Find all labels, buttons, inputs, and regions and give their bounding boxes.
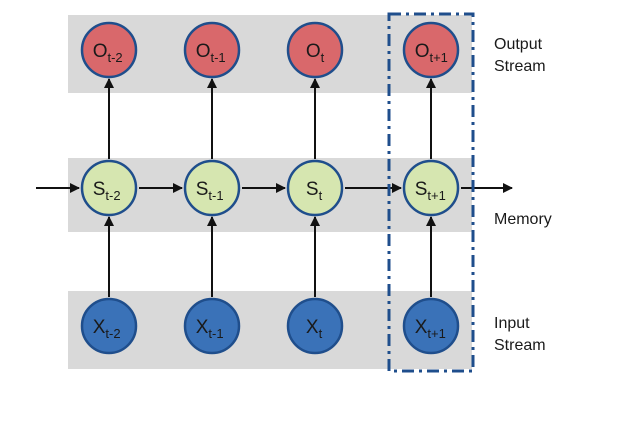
- memory-node-circle: [183, 159, 241, 217]
- node-subscript: t+1: [427, 188, 445, 203]
- node-subscript: t-2: [105, 188, 120, 203]
- input-node-1: Xt-1: [183, 297, 241, 355]
- output-node-circle: [80, 21, 138, 79]
- output-node-1: Ot-1: [183, 21, 241, 79]
- node-base: X: [196, 317, 209, 338]
- input-node-circle: [80, 297, 138, 355]
- node-subscript: t+1: [429, 50, 447, 65]
- memory-node-1: St-1: [183, 159, 241, 217]
- node-base: X: [415, 317, 428, 338]
- node-base: O: [415, 41, 430, 62]
- current-step-highlight: [387, 12, 475, 373]
- node-subscript: t-1: [208, 188, 223, 203]
- output-node-circle: [402, 21, 460, 79]
- connection-arrows: [36, 78, 513, 297]
- input-node-circle: [183, 297, 241, 355]
- node-base: O: [306, 41, 321, 62]
- output-node-0: Ot-2: [80, 21, 138, 79]
- memory-node-0: St-2: [80, 159, 138, 217]
- output-node-label: Ot-1: [196, 41, 226, 65]
- node-base: O: [93, 41, 108, 62]
- node-base: O: [196, 41, 211, 62]
- memory-node-circle: [286, 159, 344, 217]
- output-node-label: Ot-2: [93, 41, 123, 65]
- output-node-3: Ot+1: [402, 21, 460, 79]
- output-node-label: Ot+1: [415, 41, 448, 65]
- memory-node-label: St-1: [196, 179, 224, 203]
- output-node-circle: [286, 21, 344, 79]
- node-subscript: t-2: [105, 326, 120, 341]
- node-subscript: t: [319, 326, 323, 341]
- input-node-label: Xt: [306, 317, 323, 341]
- input-node-0: Xt-2: [80, 297, 138, 355]
- input-node-2: Xt: [286, 297, 344, 355]
- node-subscript: t-1: [208, 326, 223, 341]
- output-row-label: Output: [494, 36, 543, 53]
- node-base: X: [93, 317, 106, 338]
- input-node-circle: [286, 297, 344, 355]
- node-base: S: [306, 179, 319, 200]
- memory-node-2: St: [286, 159, 344, 217]
- output-row-label: Stream: [494, 58, 546, 75]
- memory-node-label: St: [306, 179, 323, 203]
- node-base: S: [415, 179, 428, 200]
- memory-node-label: St-2: [93, 179, 121, 203]
- output-node-label: Ot: [306, 41, 325, 65]
- input-node-3: Xt+1: [402, 297, 460, 355]
- output-node-2: Ot: [286, 21, 344, 79]
- node-subscript: t+1: [427, 326, 445, 341]
- memory-node-circle: [80, 159, 138, 217]
- node-subscript: t-1: [210, 50, 225, 65]
- input-node-label: Xt-2: [93, 317, 121, 341]
- node-subscript: t: [321, 50, 325, 65]
- output-node-circle: [183, 21, 241, 79]
- input-row-label: Input: [494, 315, 530, 332]
- input-row-label: Stream: [494, 337, 546, 354]
- memory-row-label: Memory: [494, 211, 552, 228]
- node-subscript: t-2: [107, 50, 122, 65]
- memory-node-label: St+1: [415, 179, 446, 203]
- input-node-label: Xt+1: [415, 317, 446, 341]
- node-base: S: [196, 179, 209, 200]
- memory-node-3: St+1: [402, 159, 460, 217]
- node-base: X: [306, 317, 319, 338]
- input-node-circle: [402, 297, 460, 355]
- dash-dot-box: [387, 12, 475, 373]
- memory-node-circle: [402, 159, 460, 217]
- node-subscript: t: [319, 188, 323, 203]
- node-base: S: [93, 179, 106, 200]
- input-node-label: Xt-1: [196, 317, 224, 341]
